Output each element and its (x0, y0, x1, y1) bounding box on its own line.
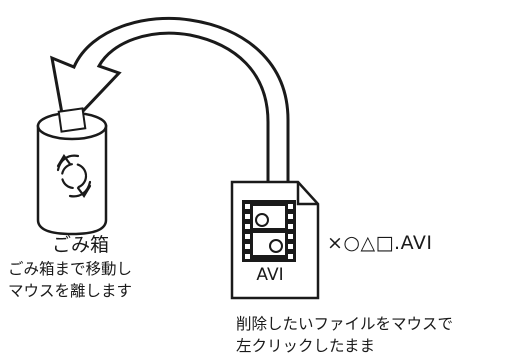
file-instruction-line-1: 削除したいファイルをマウスで (236, 315, 454, 333)
trash-instruction-line-2: マウスを離します (8, 282, 133, 300)
trash-bin-icon (36, 107, 108, 236)
film-strip-icon (242, 200, 296, 262)
avi-file-icon (230, 180, 320, 300)
file-instruction-line-2: 左クリックしたまま (236, 337, 376, 355)
curved-drag-arrow-icon (50, 16, 290, 185)
trash-title: ごみ箱 (52, 234, 110, 256)
trash-instruction-line-1: ごみ箱まで移動し (8, 260, 133, 278)
recycle-icon (56, 154, 92, 198)
file-name: ×○△□.AVI (327, 232, 433, 254)
file-format-label: AVI (256, 265, 284, 285)
falling-document-icon (57, 107, 87, 133)
